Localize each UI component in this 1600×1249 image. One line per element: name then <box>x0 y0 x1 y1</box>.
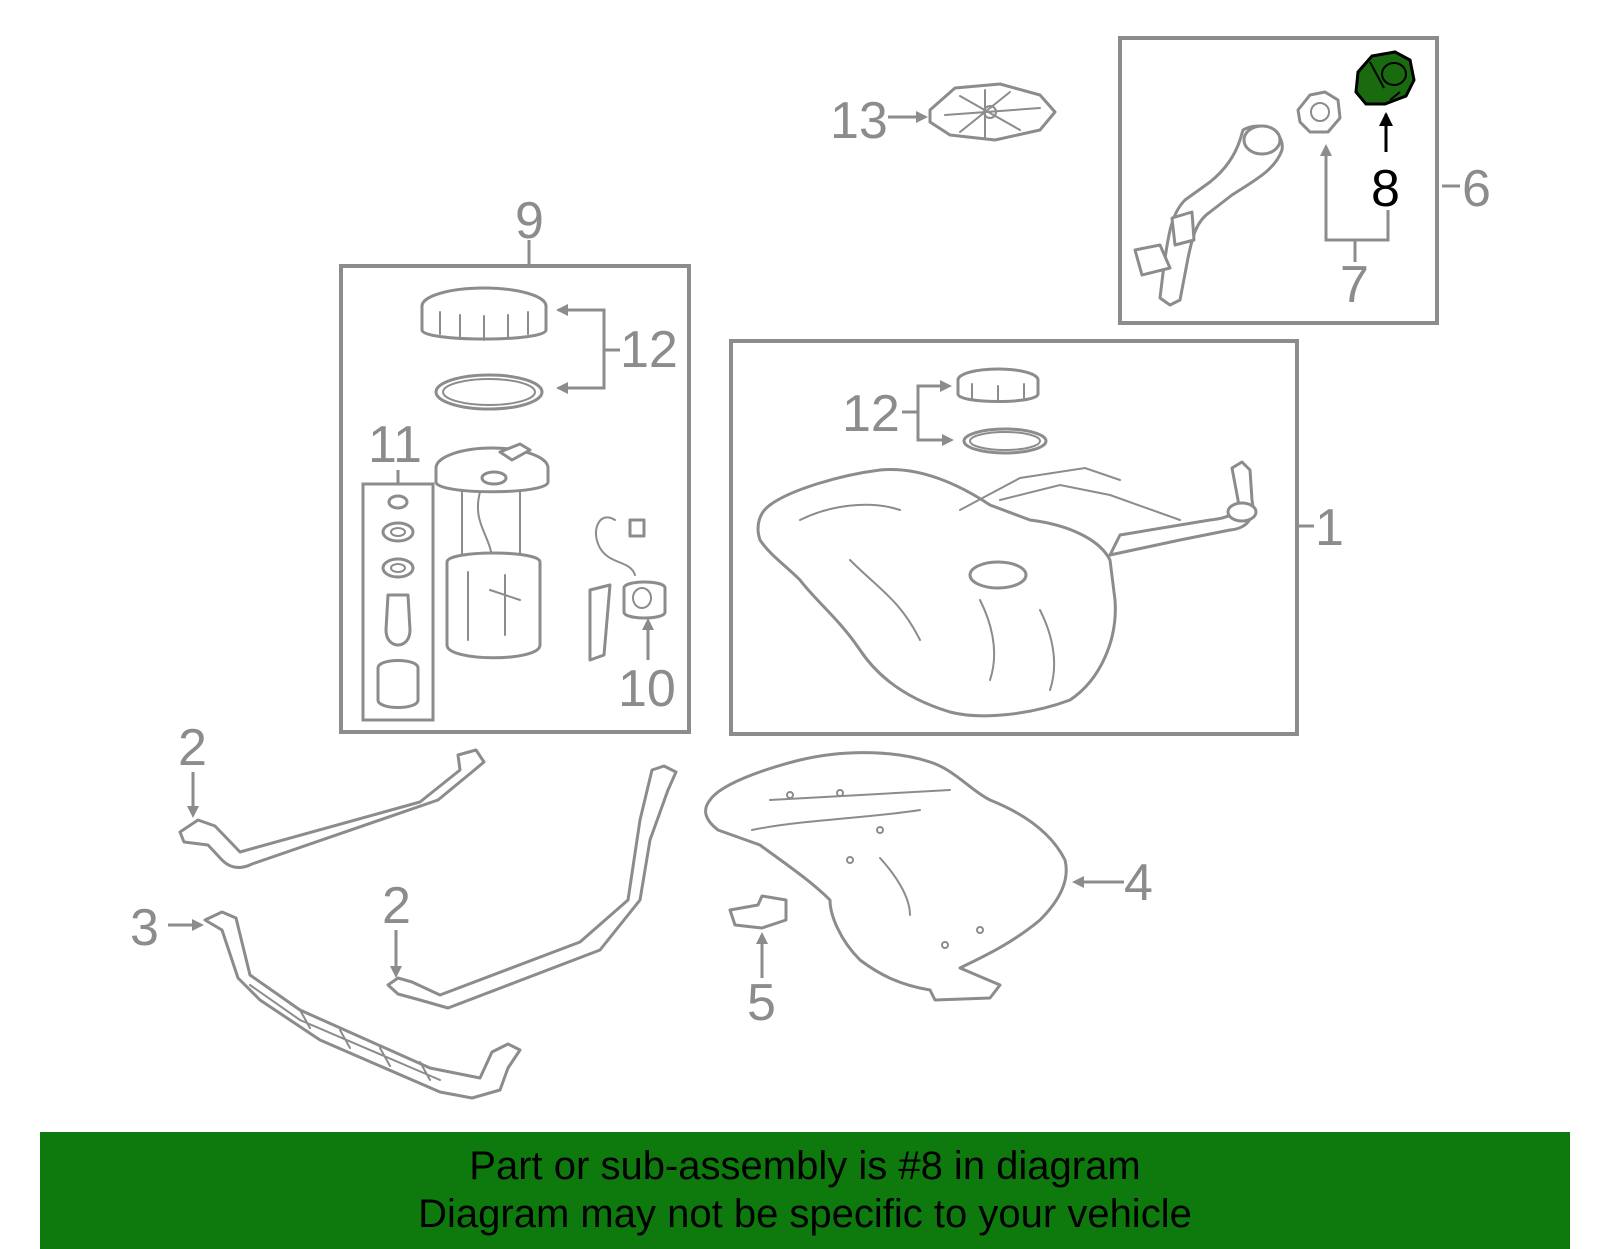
part-12-lock-ring[interactable] <box>420 286 548 341</box>
arrow-10 <box>642 618 654 630</box>
callout-1: 1 <box>1315 499 1344 557</box>
part-11-filter-parts[interactable] <box>376 494 420 709</box>
callout-8: 8 <box>1371 160 1400 218</box>
callout-11: 11 <box>368 416 422 474</box>
callout-2-upper: 2 <box>178 719 207 777</box>
arrows-12a <box>556 304 568 394</box>
leader-12b <box>902 384 950 442</box>
part-12-tank-lock-ring[interactable] <box>956 367 1040 403</box>
filler-neck-box <box>1118 36 1439 325</box>
arrow-7 <box>1320 144 1332 156</box>
banner-line-1: Part or sub-assembly is #8 in diagram <box>469 1144 1141 1188</box>
leader-7 <box>1324 150 1390 262</box>
arrow-3 <box>192 919 204 931</box>
callout-12-tank: 12 <box>842 385 900 443</box>
leader-12a <box>558 308 620 390</box>
callout-4: 4 <box>1124 854 1153 912</box>
part-12-tank-seal[interactable] <box>962 427 1048 455</box>
banner-line-2: Diagram may not be specific to your vehi… <box>418 1192 1192 1236</box>
fuel-pump-assembly-box <box>339 264 691 734</box>
part-10-level-sensor[interactable] <box>588 516 667 662</box>
callout-2-lower: 2 <box>382 877 411 935</box>
info-banner: Part or sub-assembly is #8 in diagram Di… <box>40 1132 1570 1249</box>
arrow-13 <box>916 111 928 123</box>
arrow-4 <box>1072 876 1084 888</box>
part-13-cover-plate[interactable] <box>928 82 1057 142</box>
part-8-fuel-cap-highlighted[interactable] <box>1354 50 1416 106</box>
callout-13: 13 <box>830 92 888 150</box>
callout-5: 5 <box>747 974 776 1032</box>
filler-neck-pipe[interactable] <box>1133 124 1284 307</box>
part-2-strap-upper[interactable] <box>178 748 486 869</box>
callout-9: 9 <box>515 192 544 250</box>
part-2-strap-lower[interactable] <box>386 764 678 1010</box>
arrow-2b <box>390 966 402 978</box>
fuel-tank-box <box>729 339 1299 736</box>
callout-7: 7 <box>1340 256 1369 314</box>
part-3-bracket[interactable] <box>203 910 522 1100</box>
callout-6: 6 <box>1462 160 1491 218</box>
part-1-fuel-tank[interactable] <box>756 460 1258 718</box>
callout-10: 10 <box>618 660 676 718</box>
fuel-pump-module[interactable] <box>434 442 550 660</box>
arrows-12b <box>940 380 954 446</box>
arrow-8 <box>1379 112 1393 126</box>
part-12-seal[interactable] <box>434 373 544 411</box>
part-4-heat-shield[interactable] <box>704 751 1068 1002</box>
part-5-clip[interactable] <box>728 894 788 930</box>
part-7-filler-ring[interactable] <box>1296 90 1342 134</box>
callout-12-pump: 12 <box>620 321 678 379</box>
arrow-2a <box>187 806 199 818</box>
arrow-5 <box>756 932 768 944</box>
callout-3: 3 <box>130 899 159 957</box>
